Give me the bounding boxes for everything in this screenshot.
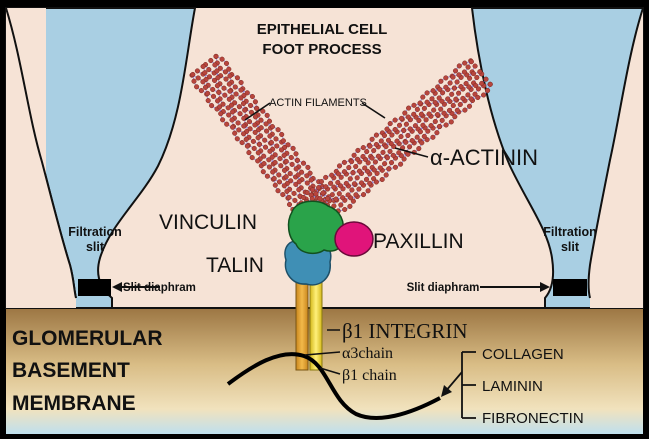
vinculin-protein: [289, 201, 344, 253]
gbm-line-1: GLOMERULAR: [12, 327, 163, 350]
filtration-slit-left-line2: slit: [86, 240, 105, 254]
vinculin-label: VINCULIN: [159, 211, 257, 234]
title-line-1: EPITHELIAL CELL: [257, 21, 388, 38]
slit-diaphragm-right-label: Slit diaphram: [407, 282, 480, 294]
paxillin-label: PAXILLIN: [373, 230, 464, 253]
slit-diaphragm-left-label: Slit diaphram: [123, 282, 196, 294]
talin-label: TALIN: [206, 254, 264, 277]
filtration-slit-right-line2: slit: [561, 240, 580, 254]
beta1-chain-label: β1 chain: [342, 367, 397, 384]
beta1-chain: [310, 280, 322, 370]
slit-diaphragm-right: [553, 279, 587, 296]
paxillin-protein: [335, 222, 373, 256]
gbm-line-2: BASEMENT: [12, 359, 130, 382]
filtration-slit-right-line1: Filtration: [543, 225, 596, 239]
alpha3-chain-label: α3chain: [342, 345, 393, 362]
gbm-line-3: MEMBRANE: [12, 392, 136, 415]
filtration-slit-left-line1: Filtration: [68, 225, 121, 239]
slit-diaphragm-left: [78, 279, 111, 296]
matrix-item-laminin: LAMININ: [482, 378, 543, 395]
actin-filaments-label: ACTIN FILAMENTS: [269, 97, 367, 109]
beta1-integrin-label: β1 INTEGRIN: [342, 319, 468, 343]
matrix-item-collagen: COLLAGEN: [482, 346, 564, 363]
matrix-item-fibronectin: FIBRONECTIN: [482, 410, 584, 427]
alpha-actinin-label: α-ACTININ: [430, 145, 538, 170]
title-line-2: FOOT PROCESS: [262, 41, 381, 58]
